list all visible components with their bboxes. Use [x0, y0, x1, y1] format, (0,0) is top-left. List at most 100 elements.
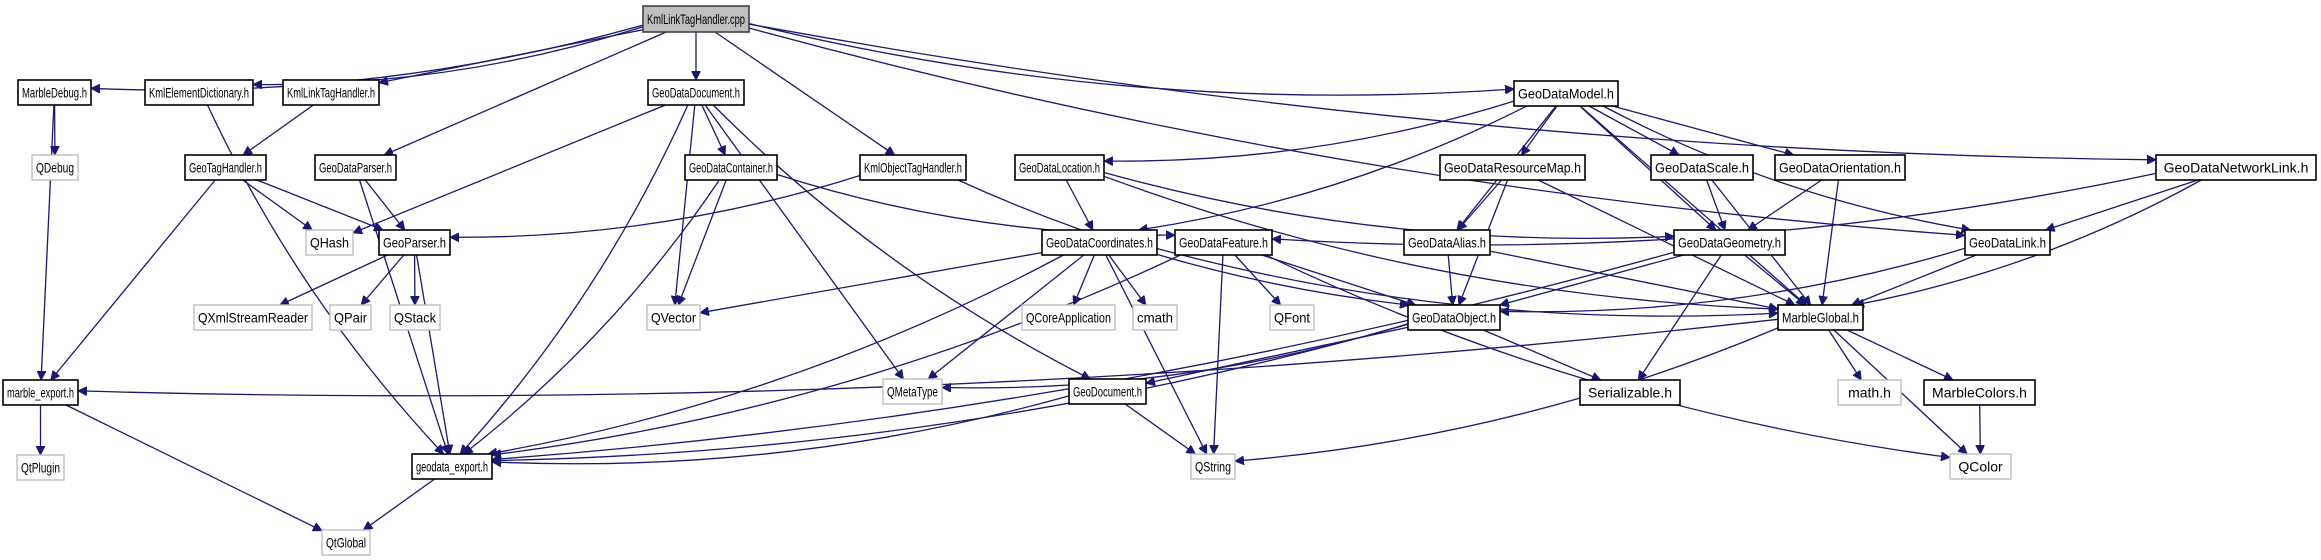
node-box[interactable] — [193, 304, 313, 331]
node-box[interactable] — [647, 79, 745, 106]
node-GeoDocument[interactable]: GeoDocument.h — [1068, 378, 1147, 405]
node-box[interactable] — [1041, 229, 1158, 256]
edge-GeoDataCoordinates-to-QCoreApplication — [1074, 254, 1095, 305]
node-box[interactable] — [321, 529, 371, 556]
node-box[interactable] — [314, 154, 397, 181]
node-box[interactable] — [16, 454, 65, 481]
node-QCoreApplication[interactable]: QCoreApplication — [1021, 304, 1116, 331]
node-GeoDataNetworkLink[interactable]: GeoDataNetworkLink.h — [2155, 154, 2317, 181]
node-QPair[interactable]: QPair — [329, 304, 372, 331]
node-MarbleDebug[interactable]: MarbleDebug.h — [17, 79, 92, 106]
node-QHash[interactable]: QHash — [305, 229, 354, 256]
node-GeoDataLink[interactable]: GeoDataLink.h — [1964, 229, 2051, 256]
node-QColor[interactable]: QColor — [1949, 453, 2012, 480]
node-GeoDataContainer[interactable]: GeoDataContainer.h — [684, 154, 778, 181]
node-QDebug[interactable]: QDebug — [31, 154, 79, 181]
node-GeoDataFeature[interactable]: GeoDataFeature.h — [1174, 229, 1273, 256]
node-GeoDataGeometry[interactable]: GeoDataGeometry.h — [1673, 229, 1786, 256]
edge-marble_export-to-QtGlobal — [65, 404, 322, 532]
node-QVector[interactable]: QVector — [646, 304, 701, 331]
edge-KmlObjectTagHandler-to-GeoDataObject — [957, 179, 1409, 305]
node-label: QHash — [310, 235, 349, 251]
node-QtGlobal[interactable]: QtGlobal — [321, 529, 371, 556]
node-cmath[interactable]: cmath — [1132, 304, 1178, 331]
node-GeoDataParser[interactable]: GeoDataParser.h — [314, 154, 397, 181]
node-box[interactable] — [2155, 154, 2317, 181]
node-box[interactable] — [882, 378, 943, 405]
node-MarbleGlobal[interactable]: MarbleGlobal.h — [1777, 304, 1864, 331]
node-box[interactable] — [329, 304, 372, 331]
node-box[interactable] — [1777, 304, 1864, 331]
node-label: KmlLinkTagHandler.cpp — [647, 11, 745, 27]
node-box[interactable] — [2, 379, 79, 406]
node-QMetaType[interactable]: QMetaType — [882, 378, 943, 405]
node-mathh[interactable]: math.h — [1837, 379, 1902, 406]
node-box[interactable] — [642, 5, 750, 33]
node-GeoParser[interactable]: GeoParser.h — [378, 229, 451, 256]
node-box[interactable] — [1407, 304, 1501, 331]
node-box[interactable] — [1132, 304, 1178, 331]
node-QXmlStreamReader[interactable]: QXmlStreamReader — [193, 304, 313, 331]
node-GeoDataModel[interactable]: GeoDataModel.h — [1513, 80, 1619, 107]
node-box[interactable] — [17, 79, 92, 106]
node-box[interactable] — [1190, 453, 1236, 480]
node-box[interactable] — [684, 154, 778, 181]
node-box[interactable] — [859, 154, 967, 181]
edge-GeoParser-to-QPair — [361, 254, 405, 305]
node-box[interactable] — [378, 229, 451, 256]
node-box[interactable] — [184, 154, 267, 181]
node-box[interactable] — [305, 229, 354, 256]
edge-MarbleGlobal-to-mathh — [1828, 329, 1862, 380]
node-GeoDataScale[interactable]: GeoDataScale.h — [1650, 154, 1754, 181]
node-box[interactable] — [389, 304, 441, 331]
node-KmlElementDictionary[interactable]: KmlElementDictionary.h — [144, 79, 254, 106]
node-box[interactable] — [1964, 229, 2051, 256]
node-box[interactable] — [1014, 154, 1105, 181]
edge-GeoDataLink-to-MarbleGlobal — [1852, 254, 1977, 305]
node-box[interactable] — [1269, 304, 1315, 331]
node-QStack[interactable]: QStack — [389, 304, 441, 331]
node-marble_export[interactable]: marble_export.h — [2, 379, 79, 406]
node-KmlLinkTagHandlerH[interactable]: KmlLinkTagHandler.h — [282, 79, 380, 106]
node-box[interactable] — [1774, 154, 1906, 181]
edge-KmlLinkTagHandlerH-to-GeoTagHandler — [243, 104, 314, 155]
node-root[interactable]: KmlLinkTagHandler.cpp — [642, 5, 750, 33]
node-Serializable[interactable]: Serializable.h — [1579, 379, 1681, 406]
node-QFont[interactable]: QFont — [1269, 304, 1315, 331]
node-MarbleColors[interactable]: MarbleColors.h — [1923, 379, 2036, 406]
node-GeoDataResourceMap[interactable]: GeoDataResourceMap.h — [1439, 154, 1586, 181]
node-label: GeoDataCoordinates.h — [1046, 235, 1153, 251]
node-GeoDataOrientation[interactable]: GeoDataOrientation.h — [1774, 154, 1906, 181]
node-box[interactable] — [1174, 229, 1273, 256]
node-GeoTagHandler[interactable]: GeoTagHandler.h — [184, 154, 267, 181]
node-QtPlugin[interactable]: QtPlugin — [16, 454, 65, 481]
node-box[interactable] — [282, 79, 380, 106]
node-box[interactable] — [1650, 154, 1754, 181]
node-geodata_export[interactable]: geodata_export.h — [411, 453, 493, 480]
node-KmlObjectTagHandler[interactable]: KmlObjectTagHandler.h — [859, 154, 967, 181]
node-GeoDataAlias[interactable]: GeoDataAlias.h — [1403, 229, 1491, 256]
node-QString[interactable]: QString — [1190, 453, 1236, 480]
node-GeoDataCoordinates[interactable]: GeoDataCoordinates.h — [1041, 229, 1158, 256]
node-box[interactable] — [1068, 378, 1147, 405]
node-box[interactable] — [646, 304, 701, 331]
node-label: GeoDataModel.h — [1518, 86, 1614, 102]
node-box[interactable] — [1837, 379, 1902, 406]
node-box[interactable] — [1513, 80, 1619, 107]
node-box[interactable] — [1579, 379, 1681, 406]
node-label: QXmlStreamReader — [198, 310, 308, 326]
node-GeoDataObject[interactable]: GeoDataObject.h — [1407, 304, 1501, 331]
edge-GeoTagHandler-to-GeoParser — [256, 179, 383, 230]
node-box[interactable] — [144, 79, 254, 106]
node-box[interactable] — [1021, 304, 1116, 331]
node-box[interactable] — [31, 154, 79, 181]
node-box[interactable] — [1923, 379, 2036, 406]
node-box[interactable] — [1403, 229, 1491, 256]
node-GeoDataDocument[interactable]: GeoDataDocument.h — [647, 79, 745, 106]
edge-root-to-KmlElementDictionary — [253, 26, 644, 85]
node-box[interactable] — [1439, 154, 1586, 181]
node-box[interactable] — [1949, 453, 2012, 480]
node-box[interactable] — [1673, 229, 1786, 256]
node-box[interactable] — [411, 453, 493, 480]
node-GeoDataLocation[interactable]: GeoDataLocation.h — [1014, 154, 1105, 181]
